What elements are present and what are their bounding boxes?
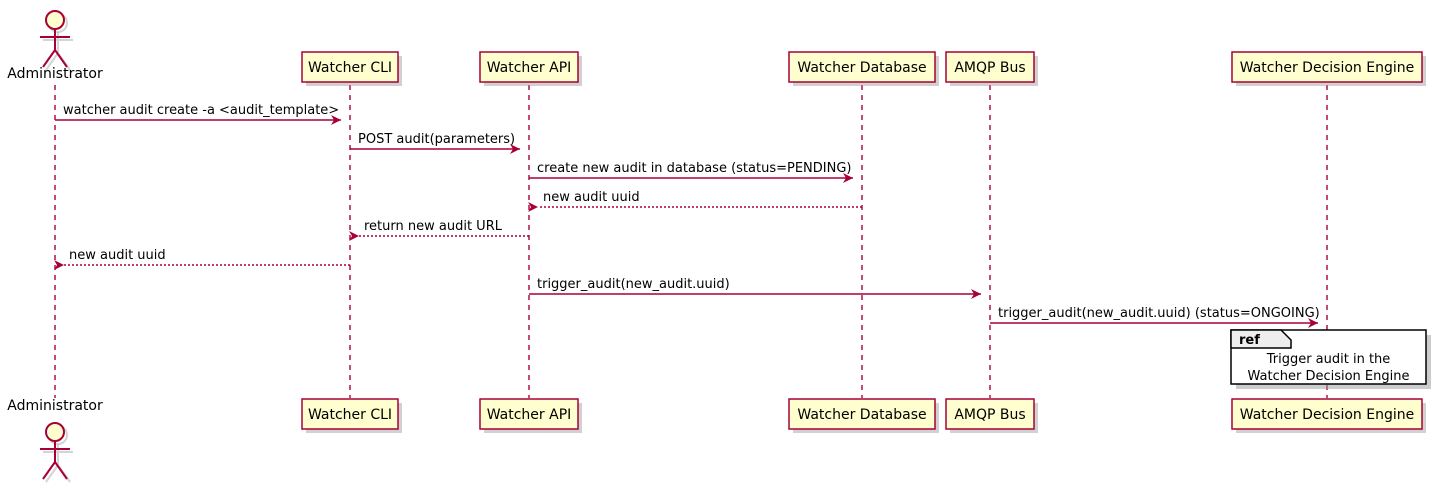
message-1: watcher audit create -a <audit_template> [55,103,341,125]
participant-watcher-api-bottom[interactable]: Watcher API [479,398,582,433]
ref-text-line-2: Watcher Decision Engine [1248,369,1410,384]
actor-body-shadow [43,32,73,71]
message-4: new audit uuid [528,190,862,212]
message-2: POST audit(parameters) [350,132,520,154]
participant-label-watcher-decision-engine: Watcher Decision Engine [1240,407,1414,423]
participant-box[interactable] [1231,398,1423,430]
participant-amqp-bus-top[interactable]: AMQP Bus [945,51,1038,86]
actor-body [40,441,70,480]
participant-watcher-decision-engine-bottom[interactable]: Watcher Decision Engine [1231,398,1426,433]
message-label-6: new audit uuid [69,248,166,263]
message-label-4: new audit uuid [543,190,640,205]
ref-tab-label: ref [1239,333,1260,348]
participant-label-watcher-decision-engine: Watcher Decision Engine [1240,60,1414,76]
participant-label-watcher-cli: Watcher CLI [308,407,392,423]
message-label-2: POST audit(parameters) [358,132,515,147]
actor-administrator-bottom: Administrator [7,398,103,483]
message-label-3: create new audit in database (status=PEN… [537,161,852,176]
messages-layer: watcher audit create -a <audit_template>… [54,103,1320,328]
participant-box[interactable] [945,51,1035,83]
message-label-1: watcher audit create -a <audit_template> [63,103,339,118]
participants-top-layer: Administrator Watcher CLI Watcher API Watch… [7,10,1426,86]
participant-label-amqp-bus: AMQP Bus [954,407,1025,423]
message-3: create new audit in database (status=PEN… [529,161,853,183]
participant-box[interactable] [479,398,579,430]
participant-watcher-decision-engine-top[interactable]: Watcher Decision Engine [1231,51,1426,86]
participant-box[interactable] [945,398,1035,430]
participant-label-watcher-cli: Watcher CLI [308,60,392,76]
actor-label-administrator: Administrator [7,66,103,82]
message-label-8: trigger_audit(new_audit.uuid) (status=ON… [998,306,1320,321]
participant-box[interactable] [301,398,399,430]
participant-watcher-database-bottom[interactable]: Watcher Database [788,398,939,433]
participant-label-watcher-api: Watcher API [487,60,572,76]
participant-watcher-database-top[interactable]: Watcher Database [788,51,939,86]
message-7: trigger_audit(new_audit.uuid) [529,277,981,299]
message-8: trigger_audit(new_audit.uuid) (status=ON… [990,306,1320,328]
participant-watcher-cli-top[interactable]: Watcher CLI [301,51,402,86]
message-5: return new audit URL [349,219,529,241]
lifelines-layer [54,85,1328,398]
participant-watcher-api-top[interactable]: Watcher API [479,51,582,86]
actor-head [45,422,65,442]
participant-amqp-bus-bottom[interactable]: AMQP Bus [945,398,1038,433]
ref-text-line-1: Trigger audit in the [1266,352,1391,367]
participant-watcher-cli-bottom[interactable]: Watcher CLI [301,398,402,433]
participant-box[interactable] [1231,51,1423,83]
participant-box[interactable] [301,51,399,83]
participant-label-watcher-database: Watcher Database [797,407,926,423]
message-label-7: trigger_audit(new_audit.uuid) [537,277,730,292]
actor-body-shadow [43,444,73,483]
participant-box[interactable] [479,51,579,83]
participant-label-amqp-bus: AMQP Bus [954,60,1025,76]
participant-box[interactable] [788,51,936,83]
ref-tab [1230,329,1292,349]
message-6: new audit uuid [54,248,350,270]
participant-label-watcher-api: Watcher API [487,407,572,423]
participant-box[interactable] [788,398,936,430]
actor-head [45,10,65,30]
actor-body [40,29,70,68]
message-label-5: return new audit URL [364,219,503,234]
actor-label-administrator: Administrator [7,398,103,414]
participant-label-watcher-database: Watcher Database [797,60,926,76]
actor-administrator-top: Administrator [7,10,103,82]
